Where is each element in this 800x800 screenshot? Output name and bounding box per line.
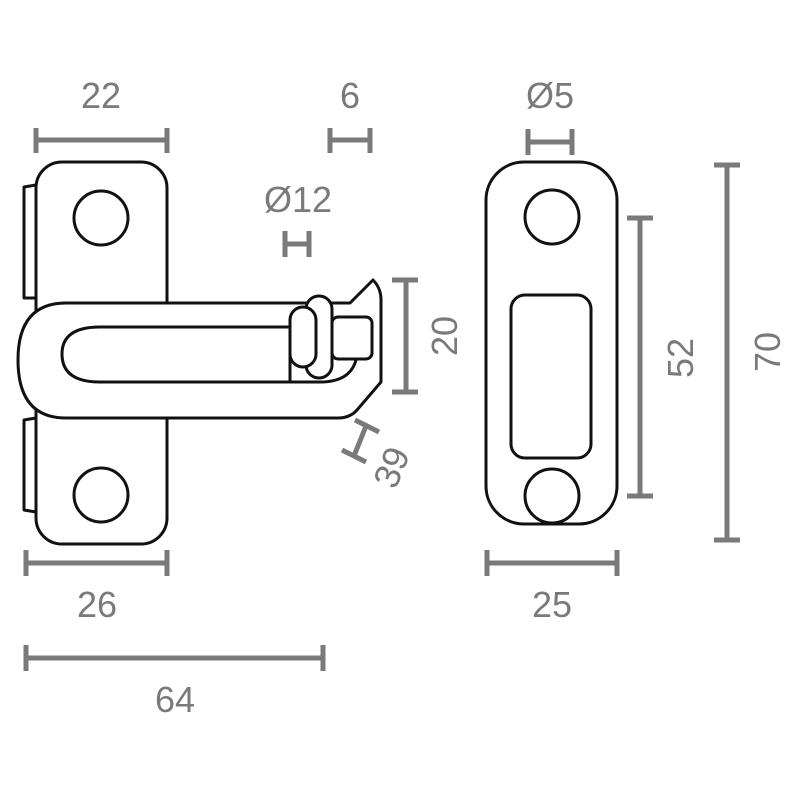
dimension-lines (23, 128, 740, 671)
label-bar-height: 20 (424, 316, 465, 356)
dim-line-overall-length (23, 645, 326, 671)
latch-assembly (16, 160, 383, 546)
dim-line-knob-diameter (282, 231, 312, 257)
dim-line-keeper-height (714, 162, 740, 543)
dim-line-keeper-hole-spacing (627, 215, 653, 499)
knob-cap (288, 305, 318, 369)
label-base-plate-width: 26 (77, 584, 117, 625)
dim-line-keeper-width (484, 550, 620, 576)
plate-side-flange-top (22, 183, 37, 300)
label-overall-length: 64 (155, 679, 195, 720)
keeper-screw-hole-bottom (523, 467, 581, 525)
label-knob-diameter: Ø12 (264, 179, 332, 220)
dim-line-hole-diameter (525, 129, 575, 155)
label-keeper-height: 70 (747, 332, 788, 372)
dim-line-bar-height (392, 277, 418, 395)
label-top-plate-width: 22 (81, 75, 121, 116)
dim-line-top-plate-width (33, 128, 170, 153)
plate-screw-hole-top (72, 189, 130, 247)
dimension-labels: 22 6 Ø12 20 39 26 64 Ø5 25 52 70 (77, 75, 788, 720)
label-pin-width: 6 (340, 75, 360, 116)
label-keeper-width: 25 (532, 584, 572, 625)
label-hole-diameter: Ø5 (526, 75, 574, 116)
plate-side-flange-bottom (22, 416, 37, 514)
dim-line-base-plate-width (23, 550, 170, 576)
swing-bar-slot (60, 325, 292, 384)
keeper-screw-hole-top (523, 188, 581, 246)
label-keeper-hole-spacing: 52 (660, 338, 701, 378)
keeper-assembly (484, 160, 619, 526)
dim-line-pin-width (327, 128, 373, 153)
dim-line-bar-reach (340, 417, 381, 465)
label-bar-reach: 39 (365, 441, 418, 493)
keeper-slot (509, 293, 593, 460)
hook-pin (330, 315, 374, 361)
plate-screw-hole-bottom (72, 466, 130, 524)
